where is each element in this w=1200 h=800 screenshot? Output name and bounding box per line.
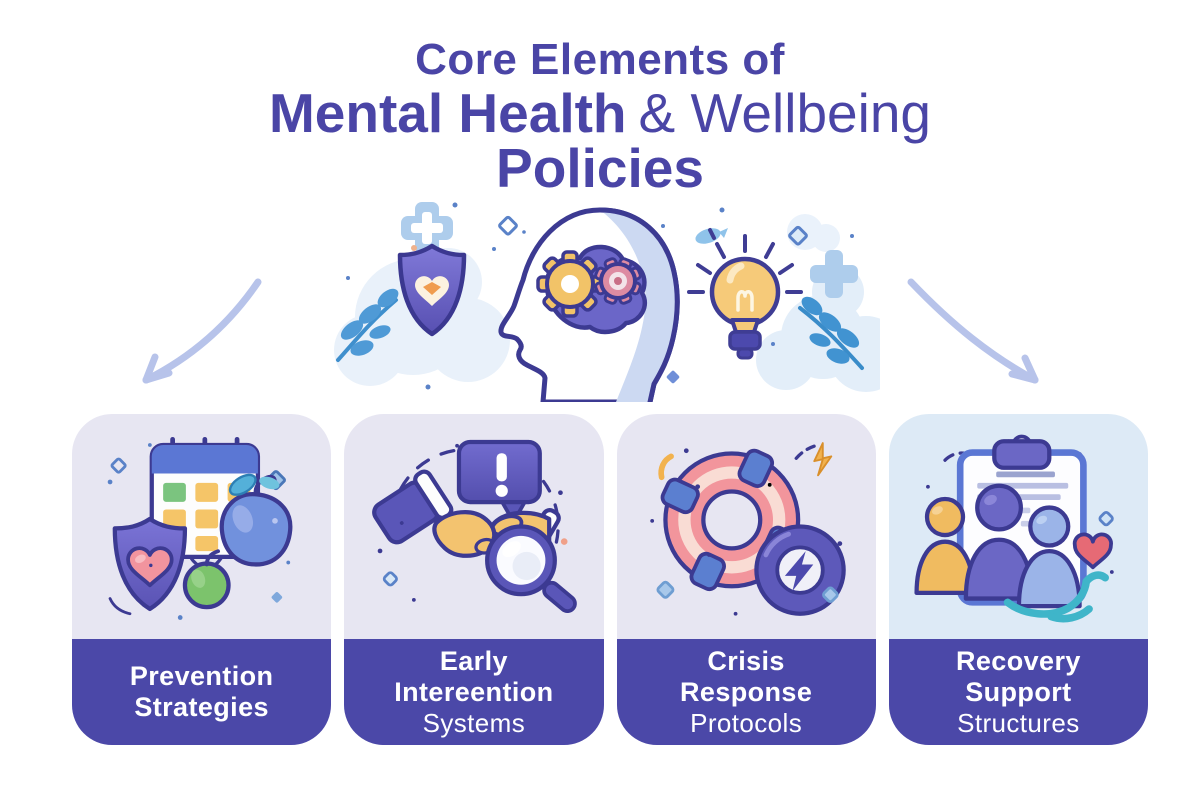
speck-dot [560,537,568,545]
card-label-recovery-support: Recovery Support Structures [888,639,1148,745]
heart-icon [1073,532,1114,569]
alert-speech-bubble-icon [456,439,542,524]
card-label-line: Recovery [955,645,1081,676]
card-label-early-intervention: Early Intereention Systems [344,639,604,745]
card-crisis-response: Crisis Response Protocols [616,414,876,745]
wave-icon [1004,570,1110,622]
card-recovery-support: Recovery Support Structures [888,414,1148,745]
spark-icon [813,441,833,476]
card-label-line: Prevention [129,661,274,691]
title-line-2-strong: Mental Health [268,82,627,144]
sparkle-icon [822,585,839,603]
card-label-line: Structures [957,707,1080,738]
card-label-line: Support [965,676,1072,707]
brain-gears-icon [536,244,648,335]
curved-arrow-right-icon [907,278,1039,384]
speck-dots [377,443,563,602]
early-intervention-illustration [344,414,604,639]
hero-illustration [334,202,880,402]
blue-apple-icon [219,473,292,567]
card-label-line: Systems [422,707,526,738]
cards-row: Prevention Strategies [72,414,1148,745]
card-label-line: Crisis [707,645,785,676]
card-label-line: Strategies [134,692,269,722]
title-line-2-light: & Wellbeing [638,82,932,144]
lightning-badge-icon [754,523,846,616]
leaf-branch-icon [336,288,399,362]
card-label-line: Response [680,676,813,707]
card-label-prevention: Prevention Strategies [72,639,332,745]
curved-arrow-left-icon [142,278,262,384]
sparkle-icon [271,591,282,603]
card-prevention-strategies: Prevention Strategies [72,414,332,745]
sparkle-icon [1098,510,1115,526]
title-line-3: Policies [496,137,704,199]
card-label-crisis-response: Crisis Response Protocols [616,639,876,745]
sparkle-icon [666,370,680,384]
card-early-intervention: Early Intereention Systems [344,414,604,745]
sparkle-icon [110,457,127,474]
card-label-line: Protocols [690,707,803,738]
title-line-1: Core Elements of [415,35,785,84]
dash-icon [794,442,820,460]
magnifier-icon [484,523,577,613]
lightbulb-icon [687,228,803,360]
speck-dot [411,245,417,251]
sparkle-icon [498,215,518,236]
sparkle-icon [656,580,675,599]
card-label-line: Early [439,645,508,676]
page-title: Core Elements of Mental Health& Wellbein… [0,34,1200,196]
recovery-support-illustration [888,414,1148,639]
person-icon [964,483,1035,601]
card-label-line: Intereention [394,676,554,707]
shield-heart-icon [397,243,467,337]
crisis-response-illustration [616,414,876,639]
leaf-branch-icon [798,296,864,370]
shield-heart-icon [108,516,187,615]
plus-sign-icon [401,202,453,254]
sparkle-icon [382,570,398,586]
hook-icon [658,453,675,480]
plus-sign-icon [810,250,858,298]
sparkle-icon [788,225,808,246]
title-line-2: Mental Health& Wellbeing [0,86,1200,141]
person-icon [914,496,976,595]
person-icon [1017,504,1083,608]
prevention-illustration [72,414,332,639]
green-apple-icon [182,548,231,609]
